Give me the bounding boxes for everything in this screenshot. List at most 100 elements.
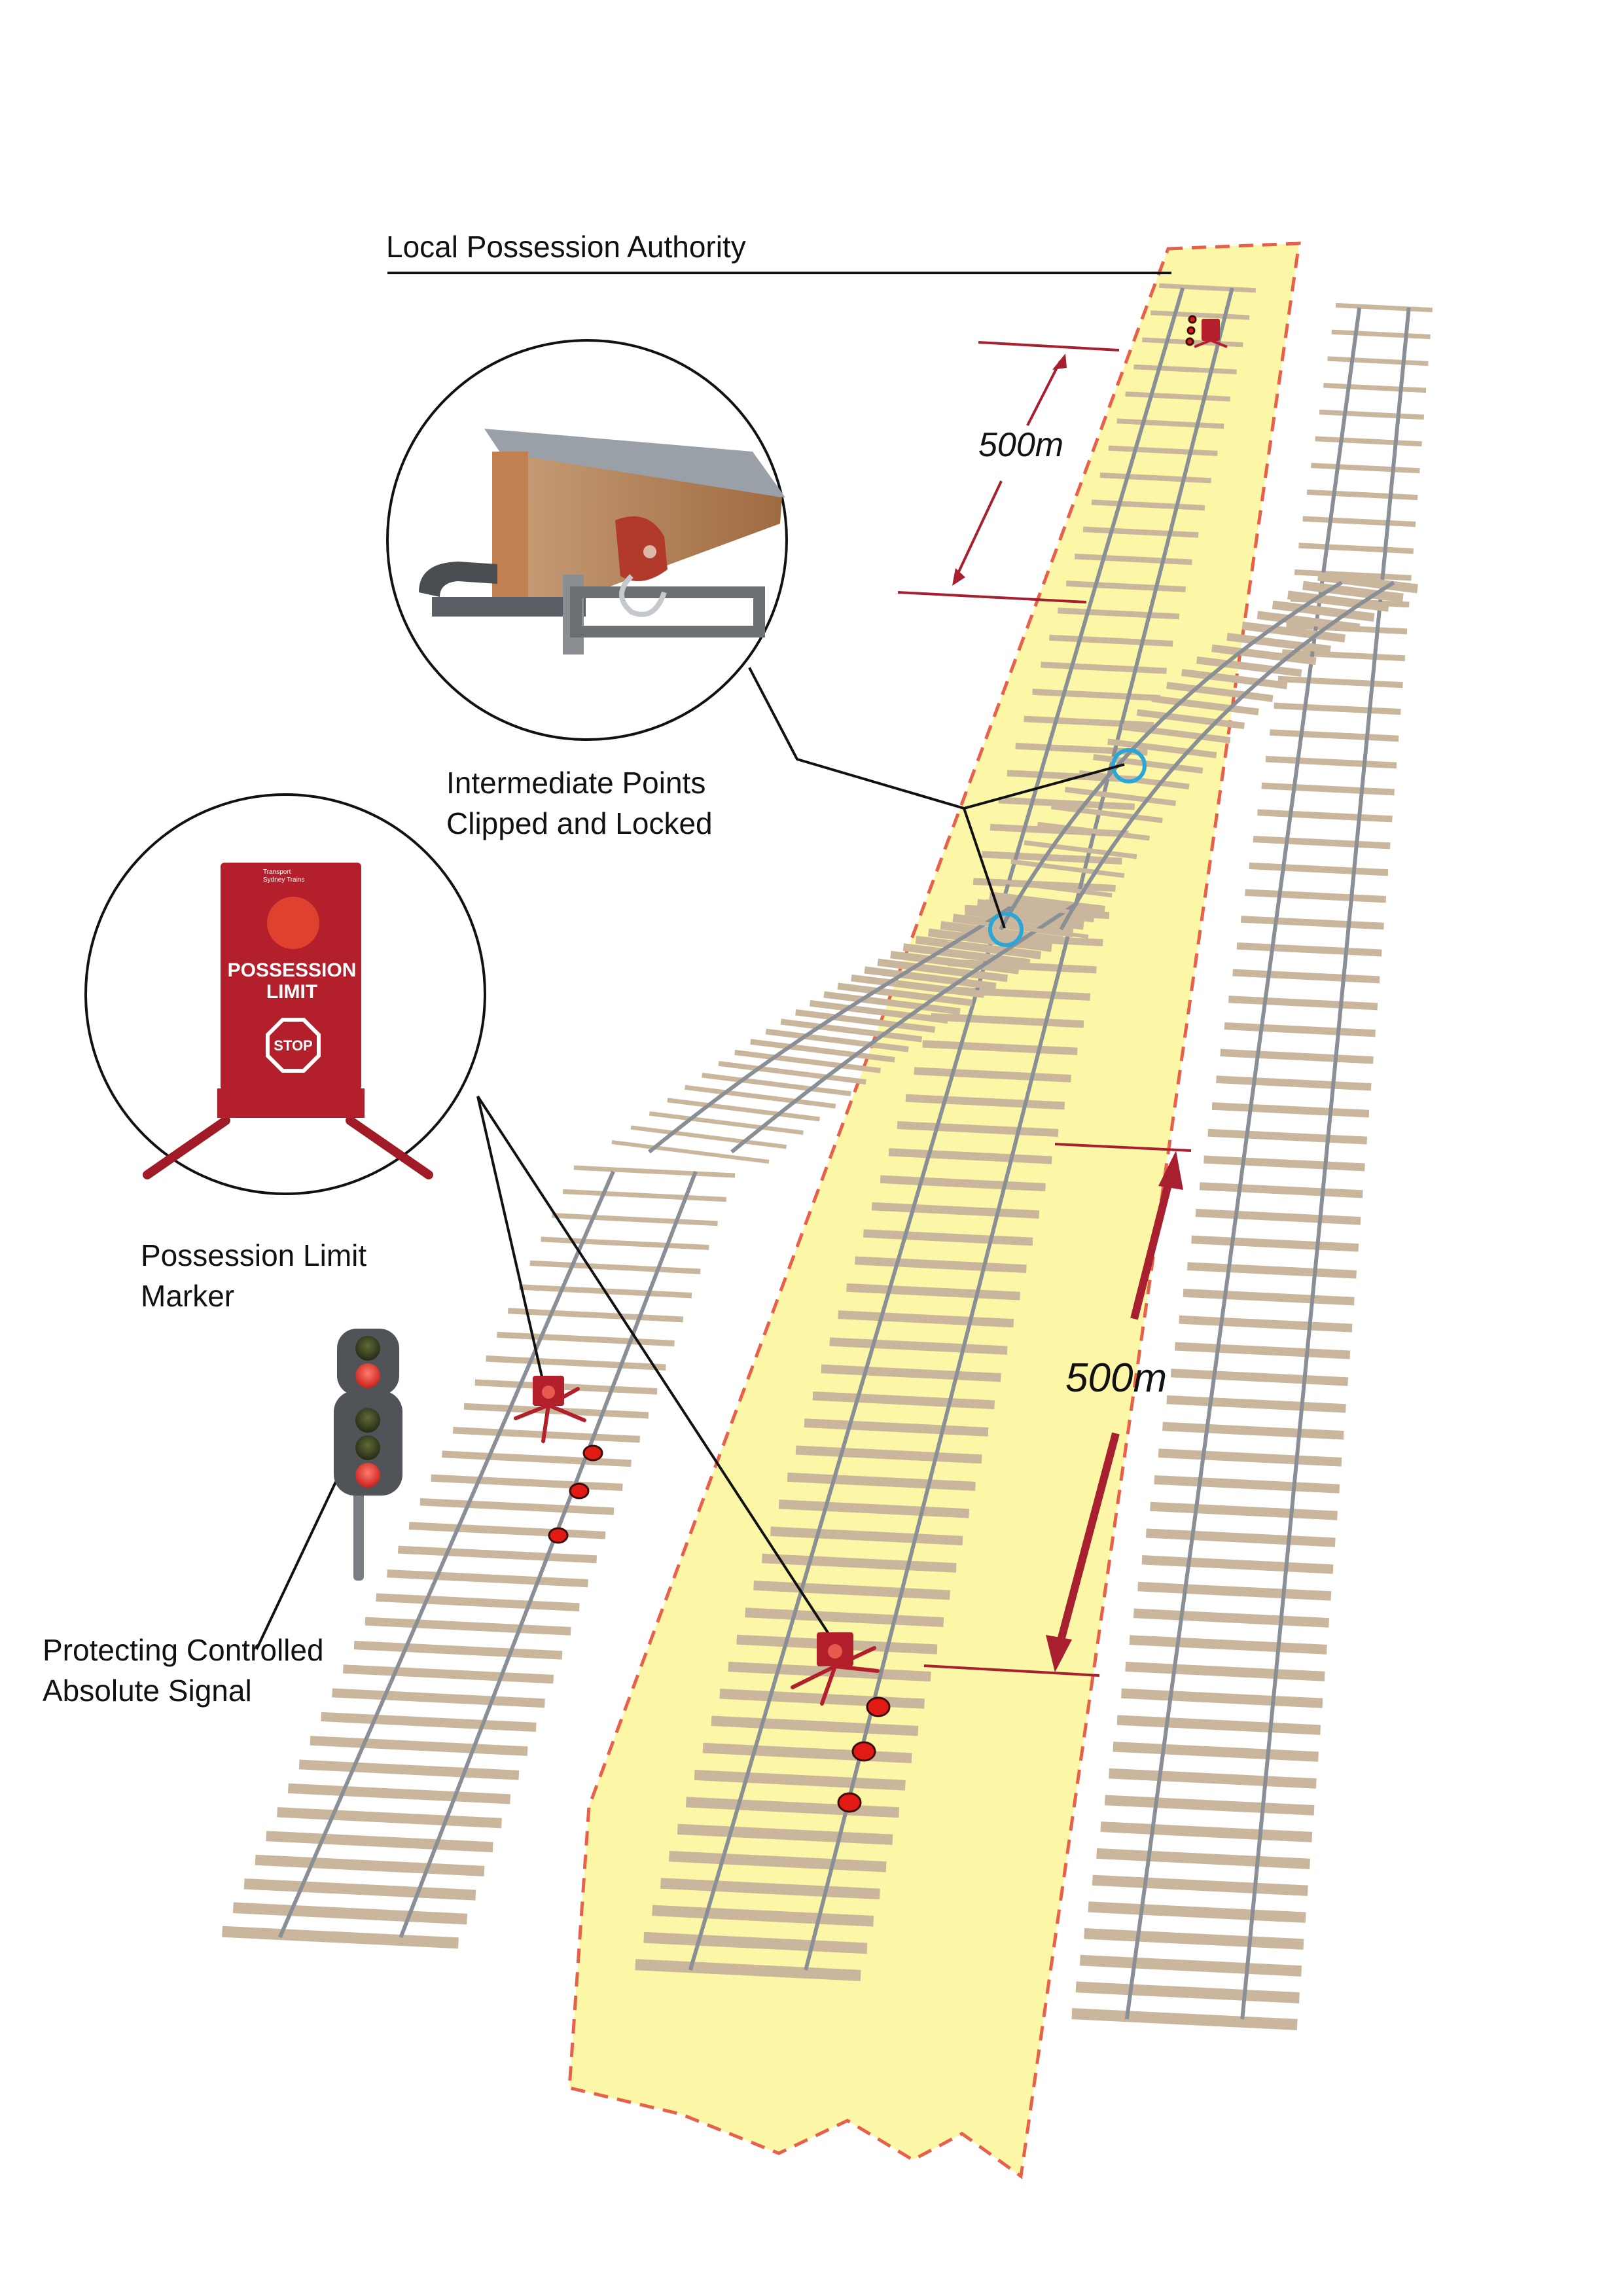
sleeper bbox=[1298, 543, 1414, 554]
bottom-dimension bbox=[923, 1143, 1192, 1677]
sleeper bbox=[552, 1213, 718, 1227]
bottom-dimension-shaft-down bbox=[1056, 1432, 1120, 1644]
main-track bbox=[635, 283, 1256, 1981]
signal-label-line2: Absolute Signal bbox=[43, 1674, 252, 1708]
sleeper bbox=[1113, 1742, 1319, 1762]
left-track bbox=[222, 1165, 736, 1949]
sleeper bbox=[745, 1607, 944, 1627]
sleeper bbox=[1287, 590, 1389, 612]
sleeper bbox=[998, 797, 1135, 810]
sleeper bbox=[1151, 695, 1259, 715]
sleeper bbox=[685, 1797, 900, 1818]
sleeper bbox=[298, 1759, 520, 1780]
sleeper bbox=[985, 899, 1101, 918]
sleeper bbox=[1093, 754, 1204, 774]
sleeper bbox=[486, 1355, 666, 1371]
sleeper bbox=[770, 1526, 963, 1546]
sleeper bbox=[1224, 1022, 1376, 1037]
sleeper bbox=[474, 1379, 658, 1395]
sleeper bbox=[812, 1391, 995, 1410]
sleeper bbox=[497, 1331, 675, 1347]
sleeper bbox=[1327, 356, 1429, 367]
points-zoom-inset bbox=[386, 339, 788, 741]
sleeper bbox=[1228, 996, 1378, 1011]
sleeper bbox=[914, 1067, 1071, 1083]
sleeper bbox=[821, 1364, 1001, 1382]
sleeper bbox=[1050, 804, 1163, 823]
points-circle-lower bbox=[988, 912, 1024, 947]
sleeper bbox=[541, 1236, 709, 1250]
sleeper bbox=[931, 1013, 1084, 1028]
sleeper bbox=[702, 1072, 851, 1096]
sleeper bbox=[750, 1039, 895, 1063]
sleeper bbox=[1150, 310, 1250, 320]
sleeper bbox=[997, 878, 1113, 898]
sleeper bbox=[734, 1049, 881, 1073]
sleeper bbox=[1109, 1768, 1317, 1789]
marker-label-line1: Possession Limit bbox=[141, 1238, 367, 1272]
sleeper bbox=[1079, 1954, 1302, 1977]
sleeper bbox=[677, 1823, 893, 1845]
sleeper bbox=[1129, 1635, 1327, 1655]
sleeper bbox=[765, 1028, 909, 1052]
sleeper bbox=[981, 851, 1122, 865]
sleeper bbox=[780, 1018, 923, 1043]
stop-octagon-icon bbox=[266, 1018, 321, 1073]
sleeper bbox=[1241, 621, 1346, 643]
possession-limit-marker-icon bbox=[514, 1376, 586, 1443]
possession-limit-marker-icon bbox=[1194, 319, 1228, 348]
rail bbox=[648, 901, 1018, 1154]
sleeper bbox=[1122, 723, 1231, 744]
top-distance-label: 500m bbox=[978, 426, 1064, 464]
sleeper bbox=[1257, 611, 1361, 632]
sleeper bbox=[1091, 499, 1205, 511]
sleeper bbox=[1306, 489, 1418, 501]
sleeper bbox=[1158, 1448, 1342, 1467]
sleeper bbox=[1232, 969, 1380, 984]
sleeper bbox=[376, 1593, 580, 1612]
sleeper bbox=[1257, 809, 1393, 823]
signal-label-line1: Protecting Controlled bbox=[43, 1633, 324, 1667]
sleeper bbox=[669, 1850, 887, 1873]
sleeper bbox=[287, 1783, 511, 1804]
sleeper bbox=[922, 1040, 1078, 1056]
sign-title-line2: LIMIT bbox=[266, 981, 317, 1003]
sleeper bbox=[1116, 1715, 1321, 1735]
sleeper bbox=[1162, 1422, 1344, 1440]
sleeper bbox=[649, 1111, 804, 1135]
sleeper bbox=[1317, 571, 1418, 594]
sleeper bbox=[1049, 634, 1173, 647]
sleeper bbox=[728, 1661, 931, 1682]
sleeper bbox=[660, 1878, 880, 1900]
sleeper bbox=[635, 1959, 861, 1981]
sleeper bbox=[573, 1165, 736, 1178]
sleeper bbox=[1133, 364, 1237, 374]
sleeper bbox=[563, 1189, 726, 1202]
sleeper bbox=[310, 1736, 528, 1756]
sleeper bbox=[871, 1202, 1040, 1219]
sleeper bbox=[795, 1009, 936, 1033]
signal-leader bbox=[255, 1479, 338, 1650]
sign-brand-line1: Transport bbox=[263, 869, 291, 876]
sleeper bbox=[408, 1522, 606, 1539]
sleeper bbox=[810, 1000, 948, 1024]
sign-title-line1: POSSESSION bbox=[228, 960, 357, 981]
sleeper bbox=[1088, 1901, 1306, 1923]
sleeper bbox=[1150, 1501, 1338, 1520]
sleeper bbox=[1166, 681, 1274, 702]
sleeper bbox=[1249, 862, 1389, 876]
rail bbox=[1059, 581, 1395, 931]
sleeper bbox=[753, 1580, 950, 1600]
sleeper bbox=[1183, 1289, 1355, 1306]
sleeper bbox=[1195, 1208, 1361, 1225]
sleeper bbox=[453, 1427, 640, 1443]
sleeper bbox=[1075, 1981, 1300, 2003]
sleeper bbox=[877, 958, 1008, 982]
rail bbox=[999, 581, 1343, 931]
sleeper bbox=[1032, 689, 1160, 702]
sleeper bbox=[1010, 859, 1125, 878]
sleeper bbox=[1082, 526, 1199, 538]
sleeper bbox=[1277, 675, 1403, 689]
marker-sign-board bbox=[221, 863, 361, 1090]
sleeper bbox=[702, 1742, 912, 1764]
